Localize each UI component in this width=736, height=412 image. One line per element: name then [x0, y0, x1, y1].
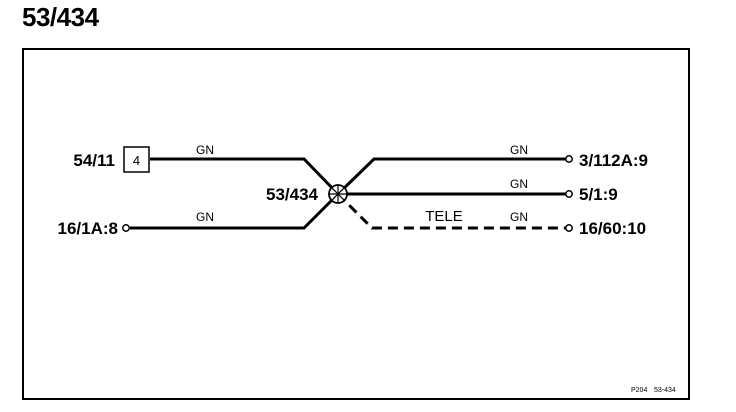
page-title: 53/434: [22, 2, 99, 32]
wire-color-label: GN: [510, 177, 528, 191]
wire-16-60-10: [336, 192, 566, 230]
wire-16-1a-8: [130, 192, 340, 230]
splice-icon: [328, 184, 348, 204]
footer-page: P204: [631, 387, 647, 394]
option-label: TELE: [425, 208, 463, 225]
wire-color-label: GN: [196, 143, 214, 157]
wire-color-label: GN: [196, 210, 214, 224]
wire-color-label: GN: [510, 143, 528, 157]
end-label-54-11: 54/11: [73, 151, 115, 170]
diagram-frame: [22, 48, 690, 400]
connector-label: 53/434: [266, 185, 319, 204]
terminal-5-1-9: [565, 190, 573, 198]
pin-box: [123, 146, 150, 173]
pin-number: 4: [133, 153, 140, 168]
wire-3-112a-9: [336, 157, 566, 196]
terminal-16-60-10: [565, 224, 573, 232]
end-label-16-60-10: 16/60:10: [579, 219, 646, 238]
terminal-16-1a-8: [122, 224, 130, 232]
end-label-16-1a-8: 16/1A:8: [58, 219, 118, 238]
terminal-3-112a-9: [565, 155, 573, 163]
wire-color-label: GN: [510, 210, 528, 224]
wire-54-11: [150, 157, 340, 196]
end-label-5-1-9: 5/1:9: [579, 185, 618, 204]
end-label-3-112a-9: 3/112A:9: [579, 151, 648, 170]
footer-ref: 53-434: [654, 387, 676, 394]
